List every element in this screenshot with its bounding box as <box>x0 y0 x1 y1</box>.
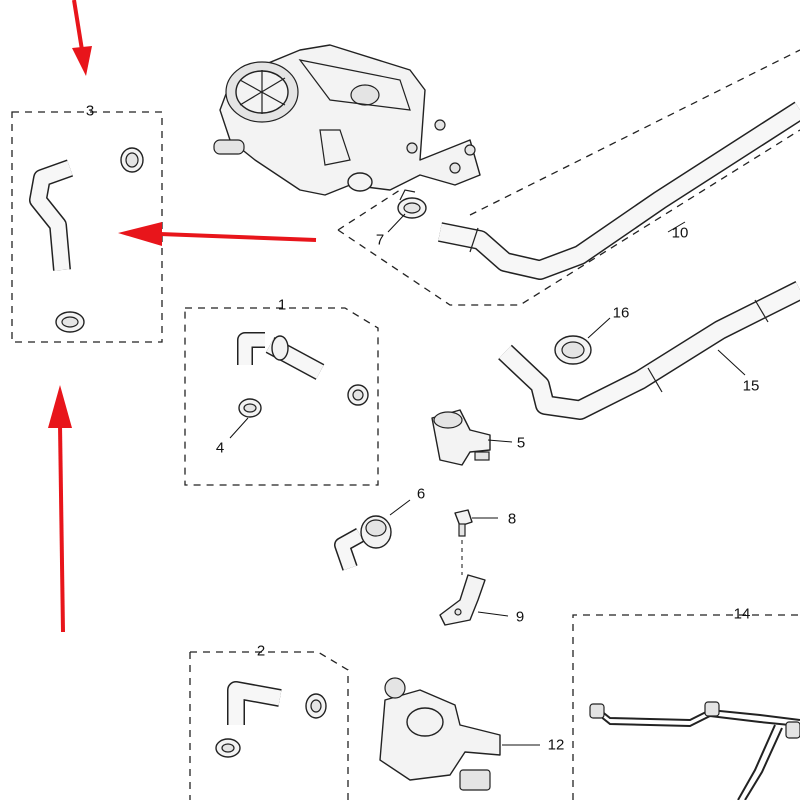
clamp-2-bottom <box>215 738 241 758</box>
hose-2 <box>227 681 282 725</box>
hose-15 <box>498 281 800 420</box>
callout-7[interactable]: 7 <box>375 231 385 249</box>
callout-5[interactable]: 5 <box>516 434 526 452</box>
valve-5 <box>431 409 491 466</box>
clamp-1-right <box>347 384 369 406</box>
red-arrow-top <box>72 0 92 76</box>
hose-10 <box>438 101 800 280</box>
leader-6 <box>389 499 411 516</box>
group-box-1 <box>184 307 379 486</box>
leader-9 <box>477 611 509 617</box>
clamp-4 <box>238 398 262 418</box>
callout-12[interactable]: 12 <box>547 736 565 754</box>
throttle-body <box>213 44 481 196</box>
clamp-2-right <box>305 693 327 719</box>
callout-15[interactable]: 15 <box>742 377 760 395</box>
harness-14 <box>589 701 800 800</box>
callout-6[interactable]: 6 <box>416 485 426 503</box>
hose-3 <box>29 159 74 271</box>
group-box-3 <box>11 111 163 343</box>
group-box-14 <box>572 614 800 800</box>
group-box-2 <box>189 651 349 800</box>
leader-16 <box>587 317 611 339</box>
clamp-3-bottom <box>55 311 85 333</box>
red-arrow-middle <box>118 222 317 246</box>
hose-1 <box>237 332 325 380</box>
red-arrow-bottom <box>48 385 72 633</box>
bracket-9 <box>439 540 486 626</box>
leader-4 <box>229 417 249 439</box>
leader-15 <box>717 349 746 376</box>
callout-9[interactable]: 9 <box>515 608 525 626</box>
callout-16[interactable]: 16 <box>612 304 630 322</box>
purge-valve-12 <box>379 677 501 791</box>
callout-14[interactable]: 14 <box>733 605 751 623</box>
leader-5 <box>487 439 513 443</box>
hose-6 <box>334 515 392 571</box>
callout-1[interactable]: 1 <box>277 296 287 314</box>
callout-4[interactable]: 4 <box>215 439 225 457</box>
callout-2[interactable]: 2 <box>256 642 266 660</box>
callout-3[interactable]: 3 <box>85 102 95 120</box>
leader-10 <box>667 221 686 233</box>
callout-8[interactable]: 8 <box>507 510 517 528</box>
clamp-16 <box>554 335 592 365</box>
leader-7 <box>387 213 406 233</box>
clamp-3-top <box>120 147 144 173</box>
clamp-7 <box>397 189 427 219</box>
group-box-10 <box>337 49 800 306</box>
callout-10[interactable]: 10 <box>671 224 689 242</box>
bolt-8 <box>454 509 473 537</box>
